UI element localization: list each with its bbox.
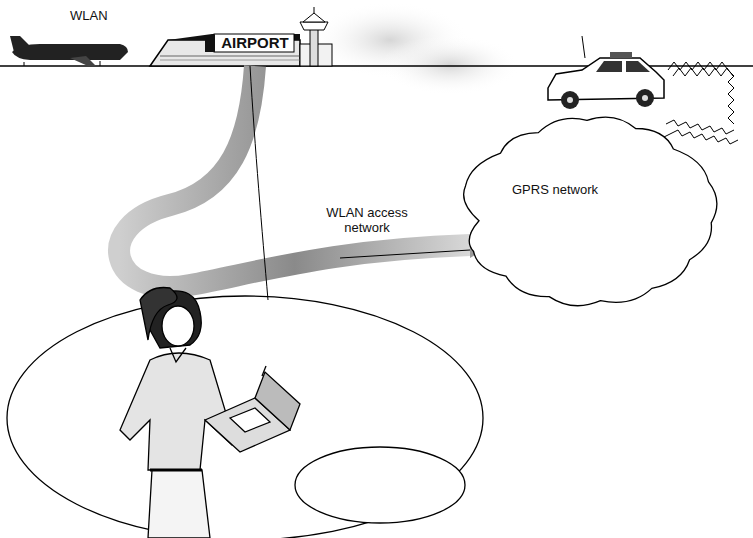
laptop bbox=[205, 366, 300, 452]
haze bbox=[380, 35, 520, 95]
airport-building bbox=[150, 34, 332, 66]
sign-text: AIRPORT bbox=[216, 35, 294, 50]
region-label: WLAN bbox=[70, 8, 130, 23]
radio-link bbox=[662, 62, 738, 144]
wlan-coverage bbox=[7, 296, 483, 538]
control-tower bbox=[300, 7, 328, 66]
table bbox=[295, 447, 465, 523]
node-text: GPRS network bbox=[512, 182, 632, 197]
car bbox=[548, 36, 664, 109]
network-cloud: GPRS network bbox=[452, 108, 722, 313]
airplane bbox=[10, 36, 128, 66]
flow-arrow bbox=[119, 66, 470, 287]
leader-line bbox=[340, 250, 470, 258]
leader-line bbox=[250, 66, 268, 300]
network-label: WLAN access network bbox=[322, 205, 412, 235]
cloud-shape bbox=[464, 117, 717, 306]
cloud-outline bbox=[452, 108, 722, 313]
